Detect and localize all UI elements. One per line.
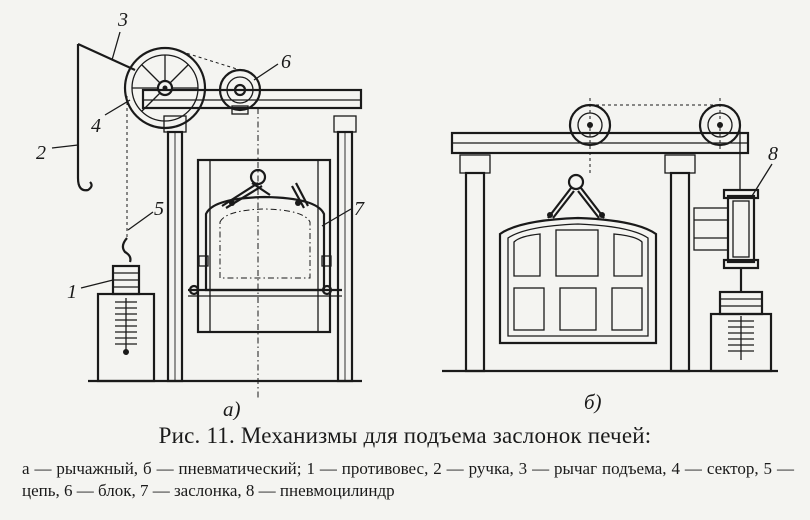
- label-7: 7: [354, 198, 365, 220]
- sling-a: [221, 182, 309, 207]
- column-cap-left-b: [459, 154, 491, 174]
- view-a: 3 2 4 5 1 6 7 а): [36, 9, 365, 420]
- cylinder-bore: [732, 200, 750, 258]
- pulley-a-bracket: [231, 105, 249, 115]
- label-4: 4: [91, 115, 101, 137]
- label-5: 5: [154, 198, 164, 220]
- door-clamp-right-a: [321, 255, 332, 267]
- pulley-a-inner: [226, 76, 254, 104]
- sling-b-inner: [552, 190, 600, 219]
- mechanism-drawing: 3 2 4 5 1 6 7 а): [36, 9, 778, 420]
- figure-legend: а — рычажный, б — пневматический; 1 — пр…: [22, 459, 794, 500]
- label-8: 8: [768, 143, 778, 165]
- subfigure-label-a: а): [223, 397, 241, 420]
- column-right-b: [669, 171, 691, 373]
- door-clamp-left-a: [198, 255, 209, 267]
- counterweight-housing: [96, 292, 156, 383]
- sling-b-joint-right: [599, 212, 605, 218]
- door-panels-b: [513, 229, 643, 331]
- subfigure-label-b: б): [584, 390, 602, 414]
- figure-title: Рис. 11. Механизмы для подъема заслонок …: [158, 423, 652, 448]
- damper-door-a: [204, 195, 326, 292]
- cylinder-top-cap: [722, 188, 760, 200]
- damper-door-b: [498, 216, 658, 345]
- label-3: 3: [117, 9, 128, 31]
- pulley-a-hub: [233, 83, 247, 97]
- label-1: 1: [67, 281, 77, 303]
- furnace-opening-inner-a: [209, 159, 319, 333]
- column-cap-right-b: [664, 154, 696, 174]
- lift-ring-a: [249, 168, 267, 186]
- handle-hook: [76, 177, 93, 192]
- cylinder-bracket: [693, 207, 729, 251]
- counterweight-housing-b: [709, 312, 773, 373]
- leader-lines-a: [51, 31, 352, 289]
- top-beam-a: [141, 88, 363, 110]
- column-left-b: [464, 171, 486, 373]
- rail-roller-right-a: [321, 284, 333, 296]
- housing-rod-end: [123, 349, 129, 355]
- chain-over-a: [169, 47, 241, 71]
- sector-wheel: [123, 46, 207, 130]
- rail-roller-left-a: [188, 284, 200, 296]
- sling-joint-left-a: [229, 200, 235, 206]
- column-cap-right-a: [333, 115, 357, 133]
- label-6: 6: [281, 51, 291, 73]
- counterweight-b-plates: [720, 298, 762, 307]
- counterweight-hook: [121, 237, 132, 263]
- view-b: 8 б): [442, 98, 778, 414]
- sling-b-joint-left: [547, 212, 553, 218]
- sector-spokes: [132, 55, 198, 112]
- counterweight-plates: [113, 272, 139, 288]
- sector-axle: [162, 85, 168, 91]
- furnace-opening-a: [196, 158, 332, 334]
- damper-door-inner-a: [219, 208, 311, 279]
- lift-ring-b: [567, 173, 585, 191]
- counterweight-b: [718, 290, 764, 316]
- sling-joint-right-a: [295, 200, 301, 206]
- lever-arm: [77, 42, 136, 72]
- pulley-a: [218, 68, 262, 112]
- leader-8: [751, 163, 773, 197]
- label-2: 2: [36, 142, 46, 164]
- ring-link-a: [251, 182, 271, 196]
- pneumatic-cylinder: [726, 194, 756, 264]
- damper-door-b-inner: [507, 223, 649, 337]
